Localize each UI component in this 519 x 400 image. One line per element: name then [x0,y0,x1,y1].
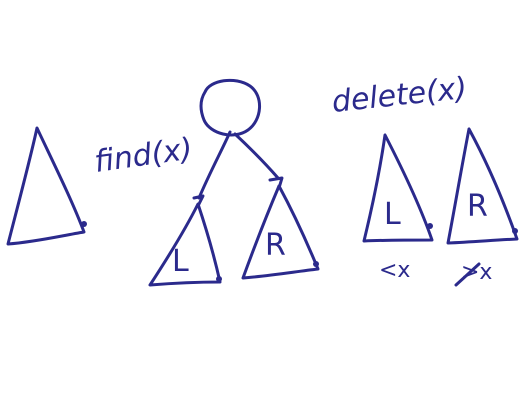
left-edge [192,130,232,208]
find-label: find(x) [92,132,195,180]
delete-left-condition: <x [379,258,410,283]
delete-label: delete(x) [330,71,469,120]
root-node [199,78,261,137]
right-edge [233,132,284,190]
delete-right-triangle [446,127,519,245]
right-subtree-triangle [241,184,320,280]
delete-right-condition: >x [461,260,492,285]
delete-left-label: L [384,197,401,232]
left-subtree-triangle [148,202,222,287]
delete-left-triangle [362,133,434,243]
whole-tree-triangle [6,126,87,246]
right-subtree-label: R [265,228,286,263]
not-symbol-slash [454,262,481,287]
left-subtree-label: L [172,244,189,279]
delete-right-label: R [467,189,488,224]
